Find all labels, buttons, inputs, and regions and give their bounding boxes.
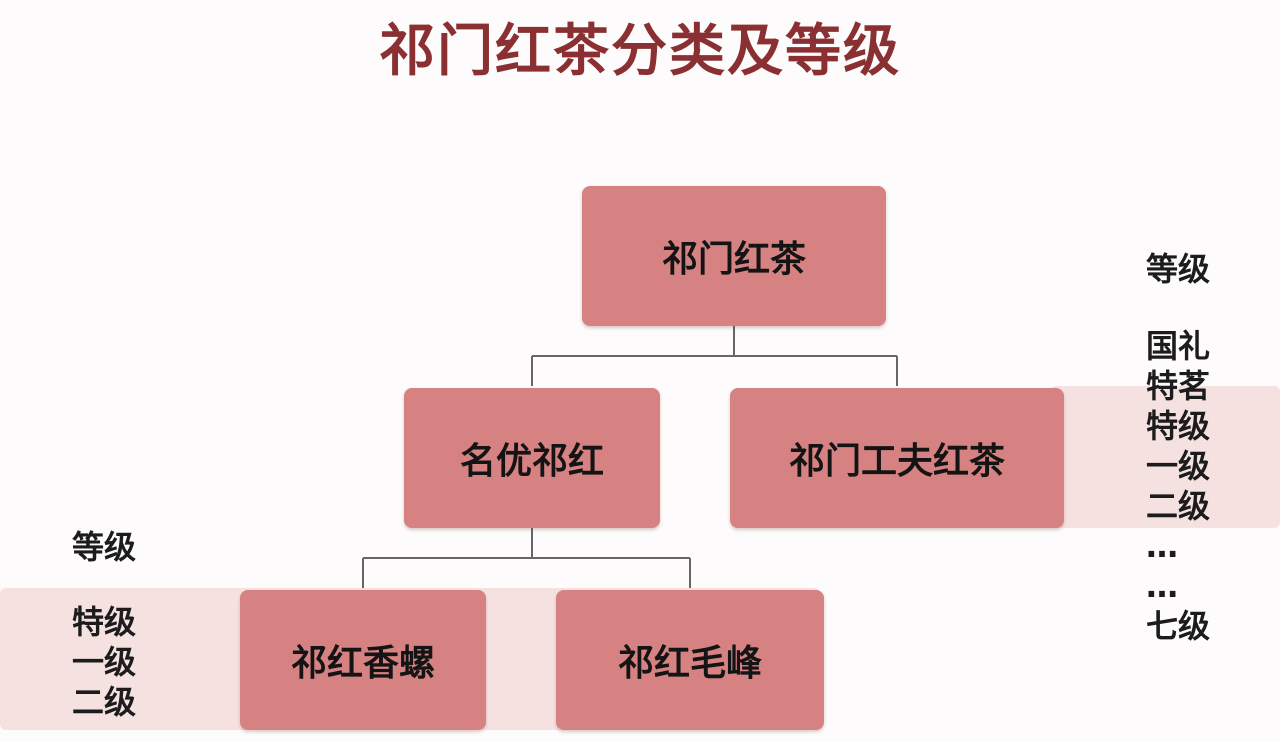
right-grade-band [1050, 386, 1280, 528]
left-grade-item: 一级 [72, 643, 137, 681]
right-grade-item: 七级 [1146, 607, 1211, 645]
right-grade-list: 国礼 特茗 特级 一级 二级 … … 七级 [1146, 326, 1210, 646]
left-grade-list: 特级 一级 二级 [72, 602, 136, 722]
right-grade-item: 二级 [1146, 487, 1211, 525]
right-grade-heading: 等级 [1146, 250, 1211, 288]
node-branch-mingyou-label: 名优祁红 [459, 441, 604, 482]
right-grade-item: … [1146, 527, 1178, 565]
node-leaf-xiangluo: 祁红香螺 [240, 590, 486, 730]
node-leaf-maofeng: 祁红毛峰 [556, 590, 824, 730]
right-grade-item: 特级 [1146, 407, 1211, 445]
left-grade-item: 二级 [72, 683, 137, 721]
right-grade-item: 国礼 [1146, 327, 1211, 365]
node-branch-mingyou: 名优祁红 [404, 388, 660, 528]
diagram-title: 祁门红茶分类及等级 [379, 19, 901, 84]
node-root-label: 祁门红茶 [661, 239, 806, 280]
node-leaf-maofeng-label: 祁红毛峰 [617, 643, 762, 684]
node-leaf-xiangluo-label: 祁红香螺 [290, 643, 435, 684]
node-branch-gongfu: 祁门工夫红茶 [730, 388, 1064, 528]
node-root: 祁门红茶 [582, 186, 886, 326]
left-grade-item: 特级 [72, 603, 137, 641]
node-branch-gongfu-label: 祁门工夫红茶 [788, 441, 1005, 482]
left-grade-heading: 等级 [72, 528, 137, 566]
right-grade-item: 特茗 [1146, 367, 1211, 405]
right-grade-item: … [1146, 567, 1178, 605]
right-grade-item: 一级 [1146, 447, 1211, 485]
